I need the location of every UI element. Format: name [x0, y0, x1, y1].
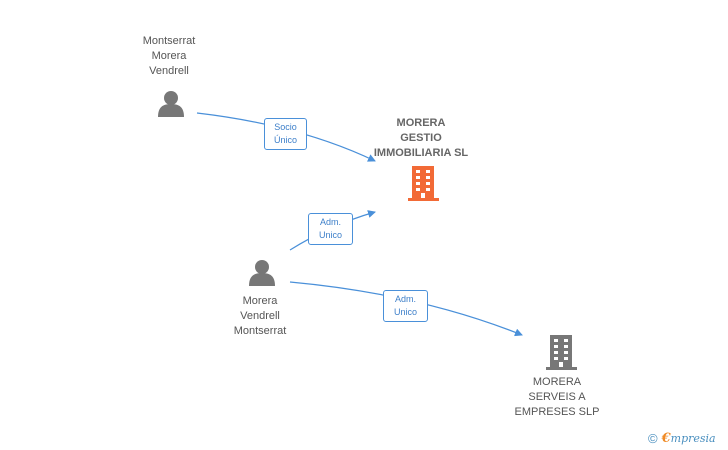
person-name-label[interactable]: Montserrat Morera Vendrell: [109, 34, 229, 79]
person-name-label[interactable]: Morera Vendrell Montserrat: [200, 294, 320, 339]
badge-line: Único: [273, 135, 297, 145]
brand-logo: €mpresia: [662, 431, 716, 446]
copyright-icon: ©: [648, 430, 658, 446]
company-name-label[interactable]: MORERA SERVEIS A EMPRESES SLP: [497, 375, 617, 420]
brand-footer[interactable]: © €mpresia: [648, 429, 716, 447]
badge-line: Unico: [318, 230, 342, 240]
badge-line: Unico: [393, 307, 417, 317]
person-icon[interactable]: [249, 260, 275, 286]
label-line: MORERA: [396, 117, 446, 129]
label-line: Vendrell: [149, 65, 189, 77]
building-icon[interactable]: [546, 335, 577, 370]
badge-line: Adm.: [394, 294, 416, 304]
brand-name: mpresia: [670, 431, 716, 445]
relation-badge-adm-unico: Adm. Unico: [308, 213, 353, 245]
badge-line: Socio: [274, 122, 297, 132]
label-line: Montserrat: [142, 35, 196, 47]
label-line: IMMOBILIARIA SL: [373, 147, 469, 159]
label-line: Montserrat: [233, 325, 287, 337]
label-line: GESTIO: [400, 132, 442, 144]
label-line: EMPRESES SLP: [514, 406, 600, 418]
label-line: Morera: [151, 50, 187, 62]
badge-line: Adm.: [319, 217, 341, 227]
label-line: Morera: [242, 295, 278, 307]
relation-badge-socio-unico: Socio Único: [264, 118, 307, 150]
building-icon[interactable]: [408, 166, 439, 201]
label-line: MORERA: [532, 376, 582, 388]
label-line: SERVEIS A: [528, 391, 586, 403]
label-line: Vendrell: [240, 310, 280, 322]
person-icon[interactable]: [158, 91, 184, 117]
relation-badge-adm-unico: Adm. Unico: [383, 290, 428, 322]
brand-initial: €: [661, 430, 671, 446]
company-name-label[interactable]: MORERA GESTIO IMMOBILIARIA SL: [361, 116, 481, 161]
